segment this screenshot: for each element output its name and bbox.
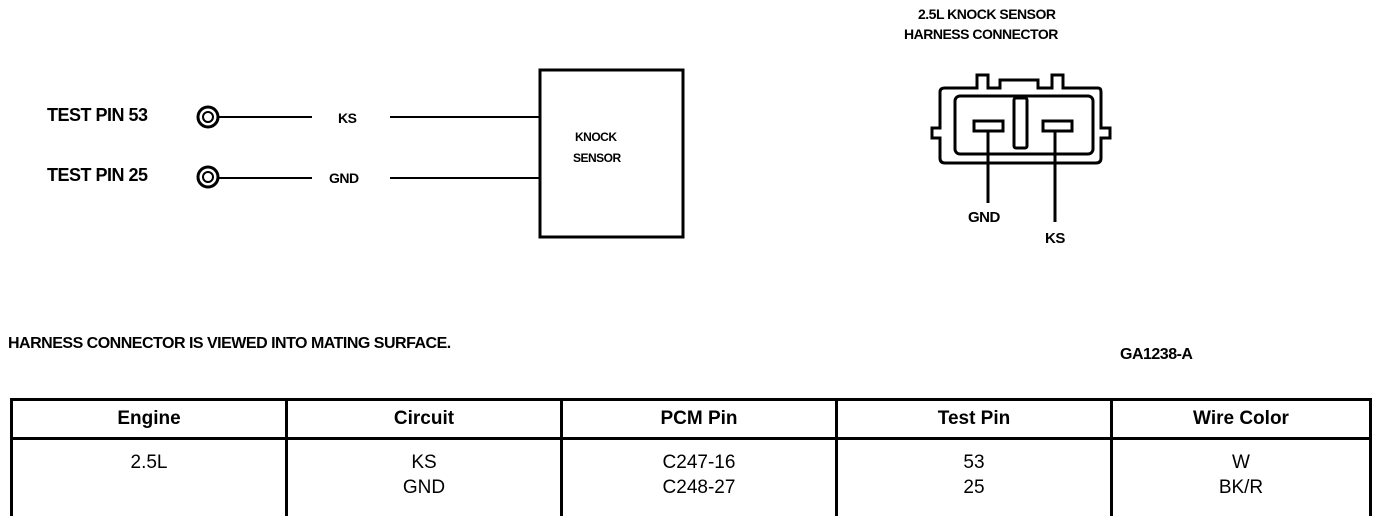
knock-sensor-box [538, 68, 685, 239]
test-pin-value: 25 [963, 477, 985, 498]
sensor-label-line1: KNOCK [575, 130, 617, 144]
header-engine: Engine [10, 398, 288, 440]
header-wire-color: Wire Color [1110, 398, 1372, 440]
figure-id: GA1238-A [1120, 346, 1193, 363]
header-test-pin: Test Pin [835, 398, 1113, 440]
sensor-label-line2: SENSOR [573, 151, 621, 165]
connector-ks-label: KS [1045, 230, 1065, 247]
pcm-pin-value: C248-27 [662, 477, 736, 498]
header-circuit: Circuit [285, 398, 563, 440]
test-pin-25-label: TEST PIN 25 [47, 165, 148, 185]
circuit-value: KS [411, 452, 437, 473]
wire-color-cell: W BK/R [1110, 437, 1372, 516]
connector-title-line1: 2.5L KNOCK SENSOR [918, 6, 1056, 22]
table-header-row: Engine Circuit PCM Pin Test Pin Wire Col… [10, 398, 1372, 440]
ks-circuit-label: KS [338, 110, 357, 126]
connector-title-line2: HARNESS CONNECTOR [904, 26, 1058, 42]
connector-gnd-label: GND [968, 209, 1000, 226]
engine-cell: 2.5L [10, 437, 288, 516]
mating-surface-note: HARNESS CONNECTOR IS VIEWED INTO MATING … [8, 335, 451, 352]
gnd-circuit-label: GND [329, 170, 359, 186]
harness-connector-icon [930, 73, 1112, 222]
test-pin-53-label: TEST PIN 53 [47, 105, 148, 125]
pin-table: Engine Circuit PCM Pin Test Pin Wire Col… [10, 398, 1372, 516]
wire-color-value: W [1232, 452, 1250, 473]
circuit-cell: KS GND [285, 437, 563, 516]
pcm-pin-value: C247-16 [662, 452, 736, 473]
header-pcm-pin: PCM Pin [560, 398, 838, 440]
test-pin-53-jack-icon [196, 105, 220, 129]
wire-color-value: BK/R [1218, 477, 1264, 498]
circuit-value: GND [402, 477, 446, 498]
test-pin-value: 53 [963, 452, 985, 473]
test-pin-25-jack-icon [196, 165, 220, 189]
engine-value: 2.5L [130, 452, 168, 473]
